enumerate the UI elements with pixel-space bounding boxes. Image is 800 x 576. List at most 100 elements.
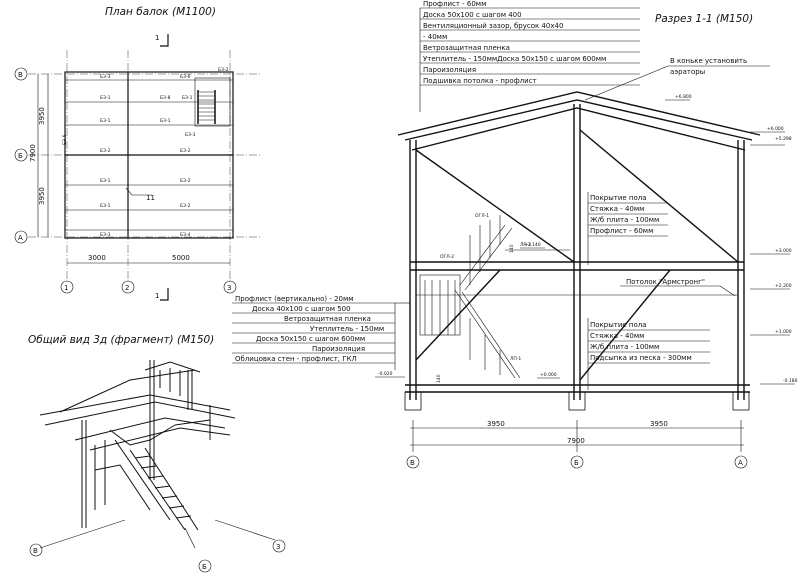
svg-text:3: 3 bbox=[227, 284, 231, 292]
svg-text:БЗ-2: БЗ-2 bbox=[180, 178, 191, 184]
svg-text:140: 140 bbox=[436, 374, 442, 383]
svg-text:БЗ-1: БЗ-1 bbox=[100, 178, 111, 184]
plan-dims-vertical: 3950 7900 3950 bbox=[29, 74, 49, 237]
section-cut-marks: 1 1 bbox=[155, 34, 169, 301]
svg-text:+3.000: +3.000 bbox=[775, 248, 792, 254]
svg-text:Ж/б плита - 100мм: Ж/б плита - 100мм bbox=[590, 216, 659, 224]
svg-text:аэраторы: аэраторы bbox=[670, 68, 705, 76]
svg-text:БЗ-2: БЗ-2 bbox=[180, 203, 191, 209]
svg-text:3950: 3950 bbox=[487, 420, 505, 428]
svg-text:Стяжка - 40мм: Стяжка - 40мм bbox=[590, 205, 644, 213]
svg-text:+3.140: +3.140 bbox=[524, 242, 541, 248]
svg-text:Подшивка потолка - профлист: Подшивка потолка - профлист bbox=[423, 77, 537, 85]
svg-text:БЗ-3: БЗ-3 bbox=[185, 132, 196, 138]
plan-col-axes: 1 2 3 bbox=[60, 280, 237, 294]
section-title: Разрез 1-1 (М150) bbox=[655, 13, 753, 25]
svg-text:3950: 3950 bbox=[38, 107, 46, 125]
svg-text:БЗ-3: БЗ-3 bbox=[100, 74, 111, 80]
floor1-layers-callout: Покрытие пола Стяжка - 40мм Ж/б плита - … bbox=[587, 318, 710, 390]
svg-text:-0.020: -0.020 bbox=[378, 371, 393, 377]
svg-text:2: 2 bbox=[125, 284, 129, 292]
ceiling-note: Потолок "Армстронг" bbox=[620, 278, 736, 297]
svg-text:ЛП-2: ЛП-2 bbox=[520, 242, 531, 248]
svg-text:Ветрозащитная пленка: Ветрозащитная пленка bbox=[284, 315, 371, 323]
svg-text:БЗ-2: БЗ-2 bbox=[100, 148, 111, 154]
svg-text:Профлист - 60мм: Профлист - 60мм bbox=[590, 227, 653, 235]
svg-text:Утеплитель - 150ммДоска 50х150: Утеплитель - 150ммДоска 50х150 с шагом 6… bbox=[423, 55, 606, 63]
svg-text:А: А bbox=[738, 459, 743, 467]
svg-text:ОГЛ-1: ОГЛ-1 bbox=[475, 213, 489, 219]
roof-layers-callout: Профлист - 60мм Доска 50х100 с шагом 400… bbox=[419, 0, 640, 112]
svg-text:В: В bbox=[33, 547, 38, 555]
svg-text:+6.800: +6.800 bbox=[675, 94, 692, 100]
svg-text:Облицовка стен - профлист, ГКЛ: Облицовка стен - профлист, ГКЛ bbox=[235, 355, 357, 363]
svg-text:+0.000: +0.000 bbox=[540, 372, 557, 378]
svg-text:- 40мм: - 40мм bbox=[423, 33, 447, 41]
svg-text:1: 1 bbox=[155, 292, 159, 300]
svg-text:7900: 7900 bbox=[567, 437, 585, 445]
svg-text:Потолок "Армстронг": Потолок "Армстронг" bbox=[626, 278, 705, 286]
svg-text:3950: 3950 bbox=[38, 187, 46, 205]
svg-text:БЗ-6: БЗ-6 bbox=[180, 74, 191, 80]
svg-text:В коньке установить: В коньке установить bbox=[670, 57, 747, 65]
section-1-1: Разрез 1-1 (М150) Профлист - 60мм Доска … bbox=[375, 0, 798, 469]
svg-text:Покрытие пола: Покрытие пола bbox=[590, 321, 647, 329]
svg-text:Профлист (вертикально) - 20мм: Профлист (вертикально) - 20мм bbox=[235, 295, 354, 303]
view3d-frame bbox=[39, 360, 236, 531]
plan-dims-horizontal: 3000 5000 bbox=[67, 254, 230, 264]
svg-text:БЗ-8: БЗ-8 bbox=[160, 95, 171, 101]
view-3d: Общий вид 3д (фрагмент) (М150) bbox=[28, 334, 286, 573]
svg-text:БЗ-1: БЗ-1 bbox=[100, 95, 111, 101]
ridge-note: В коньке установить аэраторы bbox=[584, 57, 770, 101]
svg-text:Профлист - 60мм: Профлист - 60мм bbox=[423, 0, 486, 8]
section-dims: 3950 3950 7900 bbox=[410, 420, 744, 452]
svg-text:140: 140 bbox=[509, 244, 515, 253]
section-axes: В Б А bbox=[406, 455, 748, 469]
plan-title: План балок (М1100) bbox=[105, 6, 216, 18]
svg-text:3950: 3950 bbox=[650, 420, 668, 428]
svg-text:-0.180: -0.180 bbox=[783, 378, 798, 384]
svg-text:Покрытие пола: Покрытие пола bbox=[590, 194, 647, 202]
svg-text:Ветрозащитная пленка: Ветрозащитная пленка bbox=[423, 44, 510, 52]
svg-text:БЗ-3: БЗ-3 bbox=[100, 232, 111, 238]
svg-text:Доска 40х100 с шагом 500: Доска 40х100 с шагом 500 bbox=[252, 305, 351, 313]
floor2-layers-callout: Покрытие пола Стяжка - 40мм Ж/б плита - … bbox=[587, 192, 668, 265]
svg-text:Пароизоляция: Пароизоляция bbox=[312, 345, 365, 353]
svg-text:БЗ-1: БЗ-1 bbox=[160, 118, 171, 124]
svg-text:Доска 50х100 с шагом 400: Доска 50х100 с шагом 400 bbox=[423, 11, 522, 19]
svg-text:+2.200: +2.200 bbox=[775, 283, 792, 289]
svg-text:В: В bbox=[18, 71, 23, 79]
svg-text:Пароизоляция: Пароизоляция bbox=[423, 66, 476, 74]
svg-text:1: 1 bbox=[64, 284, 68, 292]
svg-text:Утеплитель - 150мм: Утеплитель - 150мм bbox=[310, 325, 384, 333]
svg-text:В: В bbox=[410, 459, 415, 467]
svg-text:Б: Б bbox=[18, 152, 23, 160]
svg-text:А: А bbox=[18, 234, 23, 242]
section-structure bbox=[397, 91, 761, 411]
svg-text:БЗ-1: БЗ-1 bbox=[182, 95, 193, 101]
svg-text:11: 11 bbox=[146, 194, 155, 202]
svg-text:1: 1 bbox=[155, 34, 159, 42]
view3d-title: Общий вид 3д (фрагмент) (М150) bbox=[28, 334, 214, 346]
element-labels: ЛП-2 ОГЛ-2 ОГЛ-1 ЛП-1 140 140 bbox=[436, 213, 531, 383]
svg-text:БЗ-2: БЗ-2 bbox=[180, 148, 191, 154]
svg-text:Доска 50х150 с шагом 600мм: Доска 50х150 с шагом 600мм bbox=[256, 335, 365, 343]
plan-row-axes: В Б А bbox=[14, 67, 28, 244]
svg-text:7900: 7900 bbox=[29, 144, 37, 162]
svg-text:БЗ-1: БЗ-1 bbox=[100, 203, 111, 209]
svg-text:Подсыпка из песка - 300мм: Подсыпка из песка - 300мм bbox=[590, 354, 692, 362]
section-stair bbox=[419, 215, 570, 379]
svg-text:+5.298: +5.298 bbox=[775, 136, 792, 142]
svg-text:БЗ-2: БЗ-2 bbox=[218, 67, 229, 73]
svg-text:+6.000: +6.000 bbox=[767, 126, 784, 132]
svg-text:ЛП-1: ЛП-1 bbox=[510, 356, 521, 362]
svg-text:БЗ-1: БЗ-1 bbox=[100, 118, 111, 124]
svg-text:Б: Б bbox=[574, 459, 579, 467]
svg-text:3000: 3000 bbox=[88, 254, 106, 262]
svg-text:ОГЛ-2: ОГЛ-2 bbox=[440, 254, 454, 260]
svg-text:Ж/б плита - 100мм: Ж/б плита - 100мм bbox=[590, 343, 659, 351]
svg-text:+1.000: +1.000 bbox=[775, 329, 792, 335]
svg-text:БЗ-4: БЗ-4 bbox=[180, 232, 191, 238]
beam-plan: План балок (М1100) bbox=[14, 6, 260, 301]
